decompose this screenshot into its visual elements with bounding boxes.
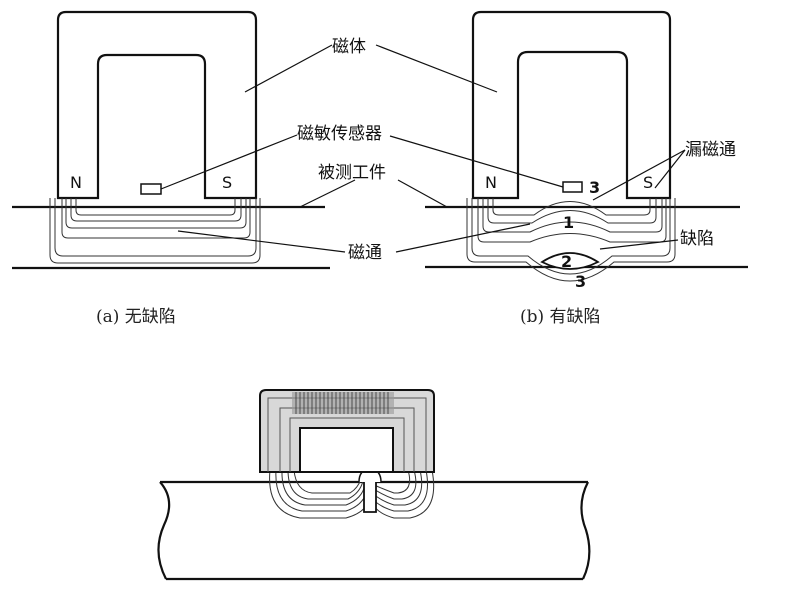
flux-lines-b: [466, 198, 676, 282]
magnet-winding: [295, 392, 389, 414]
bottom-figure: [157, 389, 591, 581]
marker-2: 2: [561, 252, 572, 271]
leader-lines: [160, 44, 686, 253]
marker-1: 1: [563, 213, 574, 232]
label-magnet: 磁体: [332, 37, 366, 57]
labels: 磁体 磁敏传感器 被测工件 磁通 漏磁通 缺陷: [297, 37, 736, 263]
label-flux: 磁通: [348, 243, 382, 263]
pole-s-label-a: S: [222, 173, 232, 192]
workpiece-break-left: [157, 481, 171, 580]
marker-3-top: 3: [589, 178, 600, 197]
label-leakage-flux: 漏磁通: [685, 140, 736, 160]
flux-lines-bottom: [269, 469, 435, 519]
label-workpiece: 被测工件: [318, 163, 386, 183]
marker-3-bottom: 3: [575, 272, 586, 291]
magnet-winding-shade: [292, 392, 394, 414]
workpiece-break-right: [580, 481, 591, 580]
magnet-gap: [299, 427, 394, 473]
u-magnet-b: [471, 10, 672, 200]
pole-n-label-a: N: [70, 173, 82, 192]
caption-a: (a) 无缺陷: [96, 307, 176, 327]
pole-n-label-b: N: [485, 173, 497, 192]
defect-void: [540, 252, 600, 270]
flux-lines-a: [49, 198, 261, 264]
defect-slot: [363, 482, 377, 513]
u-magnet-a: [56, 10, 258, 200]
label-sensor: 磁敏传感器: [297, 124, 382, 144]
caption-b: (b) 有缺陷: [520, 307, 601, 327]
sensor-a: [140, 183, 162, 195]
pole-s-label-b: S: [643, 173, 653, 192]
panel-a-no-defect: N S (a) 无缺陷: [12, 10, 330, 327]
panel-b-with-defect: N S 3 1 2 3 (b) 有缺陷: [425, 10, 748, 327]
sensor-b: [562, 181, 583, 193]
label-defect: 缺陷: [680, 229, 714, 249]
